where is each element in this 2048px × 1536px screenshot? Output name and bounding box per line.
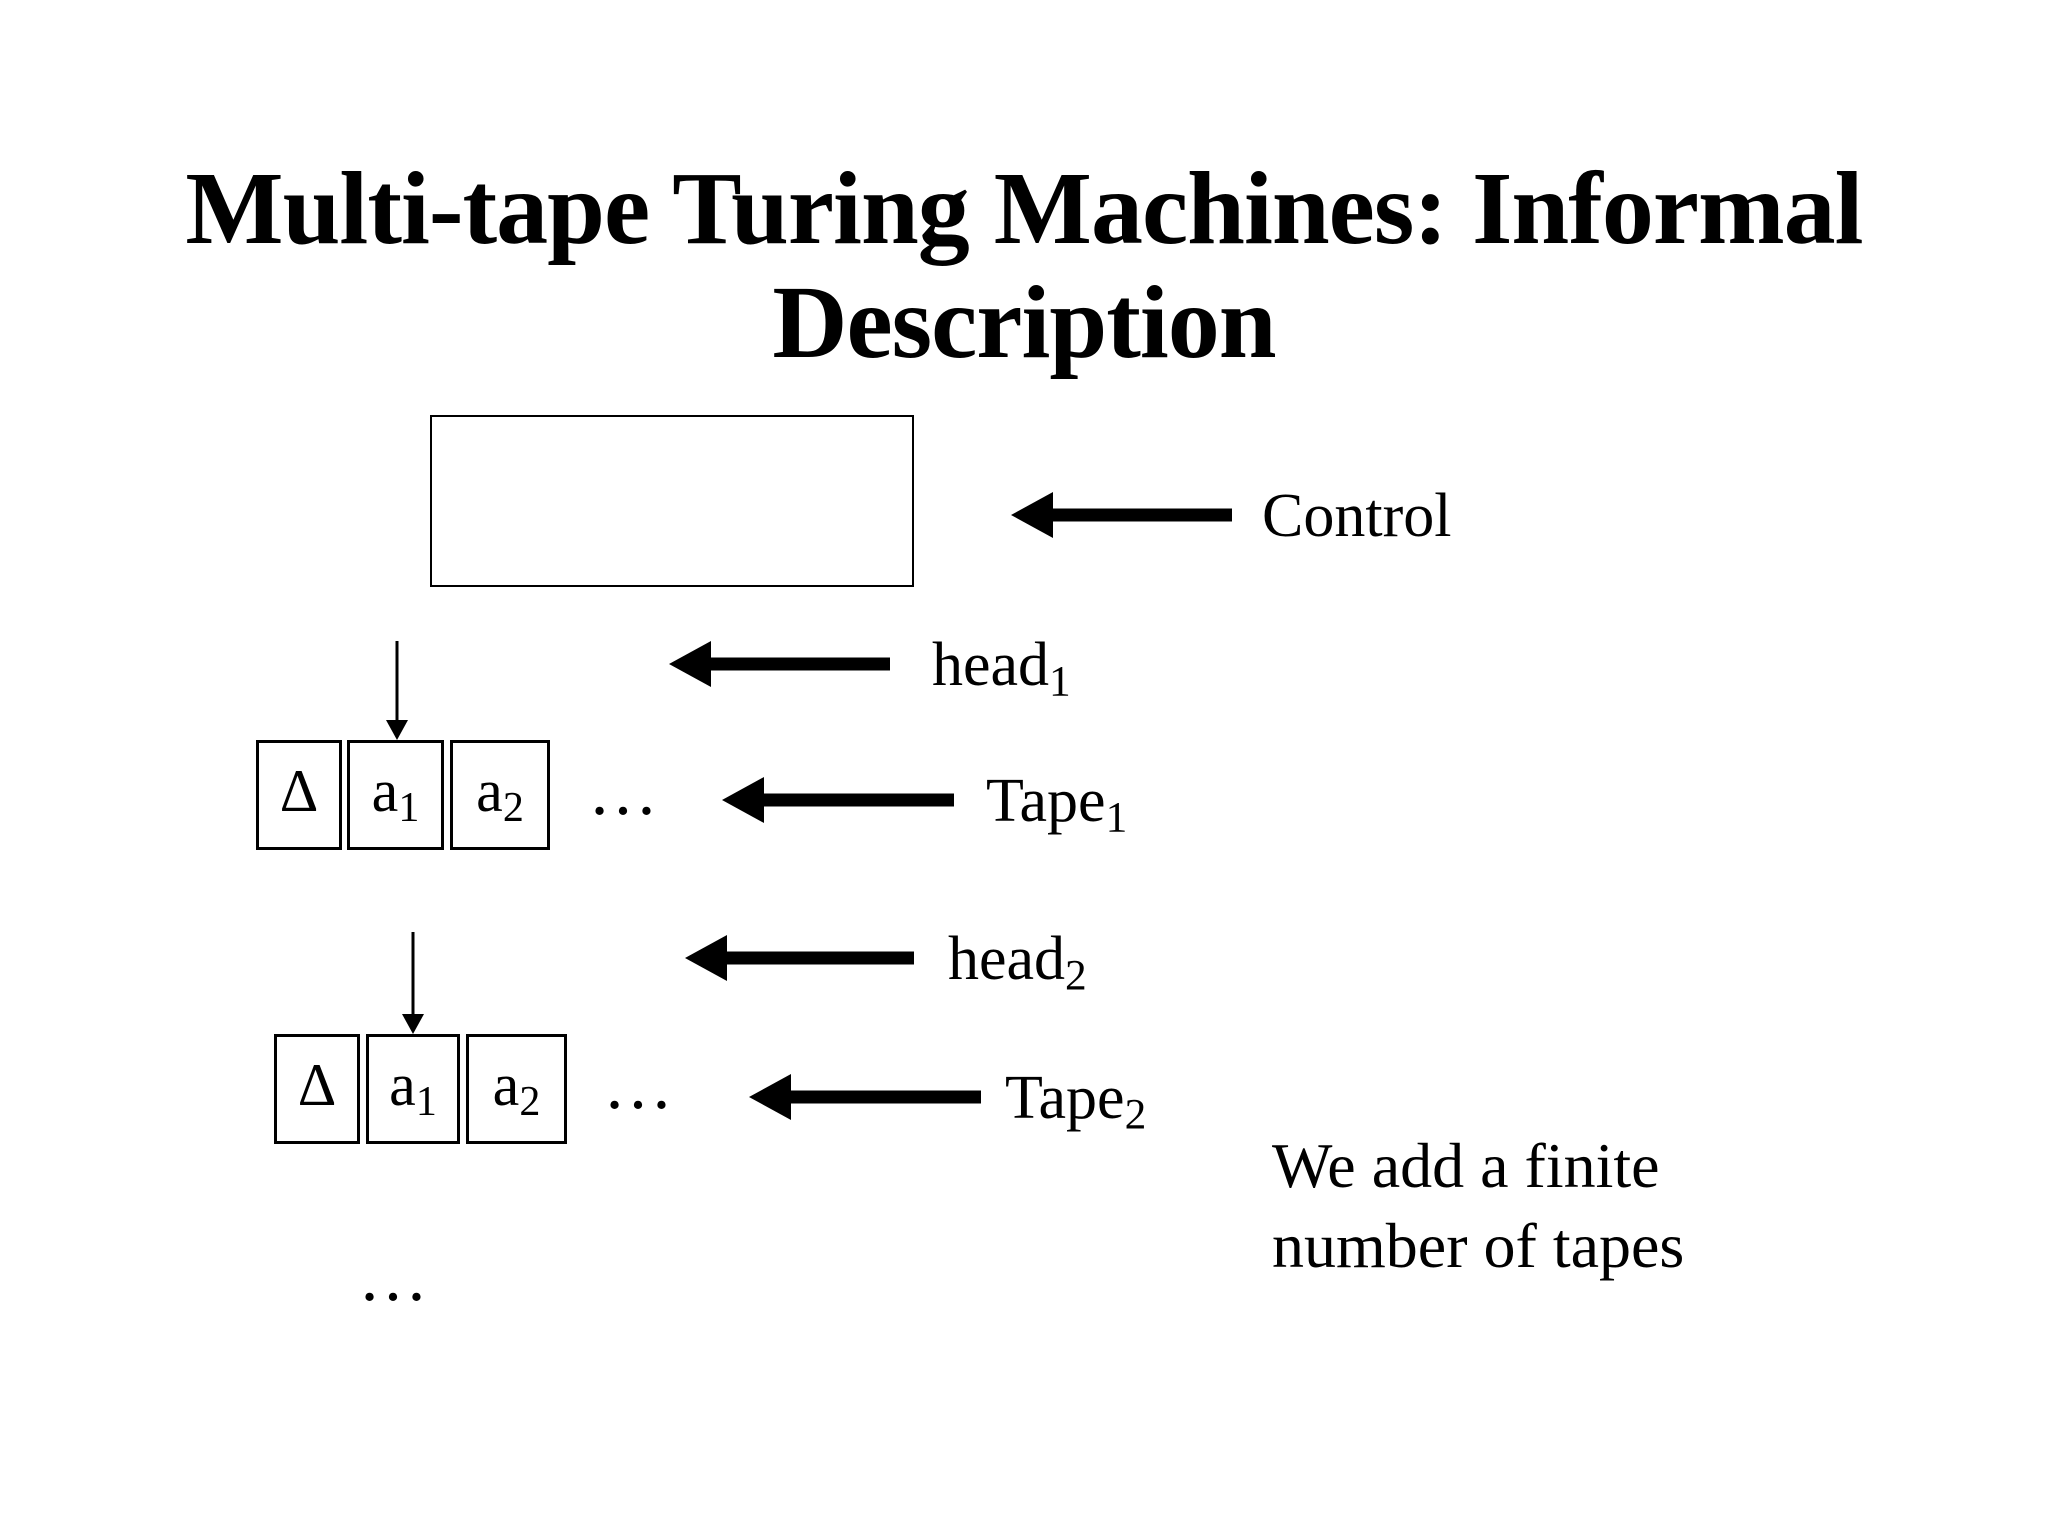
arrow-shaft [1049, 508, 1232, 522]
control-arrow-icon [1011, 492, 1232, 538]
head1-pointer-down-arrow-icon [386, 641, 408, 740]
more-tapes-ellipsis: … [358, 1239, 434, 1316]
arrow-shaft [395, 641, 399, 724]
tape1-arrow-icon [722, 777, 954, 823]
arrow-shaft [787, 1090, 981, 1104]
tape2-cell-a1: a1 [366, 1034, 460, 1144]
tape2-ellipsis: … [603, 1047, 679, 1124]
note-text: We add a finite number of tapes [1272, 1126, 1684, 1286]
arrow-shaft [723, 951, 914, 965]
tape1-label: Tape1 [986, 767, 1128, 842]
tape1-cell-delta: Δ [256, 740, 342, 850]
tape2-arrow-icon [749, 1074, 981, 1120]
head2-label: head2 [948, 925, 1087, 1000]
arrow-shaft [411, 932, 415, 1018]
slide-title: Multi-tape Turing Machines: Informal Des… [0, 152, 2048, 380]
arrow-head [402, 1014, 424, 1034]
head2-arrow-icon [685, 935, 914, 981]
control-box [430, 415, 914, 587]
head2-pointer-down-arrow-icon [402, 932, 424, 1034]
arrow-shaft [760, 793, 954, 807]
slide-title-line2: Description [772, 265, 1276, 380]
arrow-head [685, 935, 727, 981]
tape2-cell-a2: a2 [466, 1034, 567, 1144]
slide-title-line1: Multi-tape Turing Machines: Informal [185, 151, 1863, 266]
arrow-head [749, 1074, 791, 1120]
control-label: Control [1262, 482, 1452, 550]
arrow-head [722, 777, 764, 823]
tape1-cell-a2: a2 [450, 740, 550, 850]
arrow-shaft [707, 657, 890, 671]
head1-arrow-icon [669, 641, 890, 687]
tape1-ellipsis: … [588, 753, 664, 830]
tape2-cell-delta: Δ [274, 1034, 360, 1144]
tape2-label: Tape2 [1005, 1064, 1147, 1139]
arrow-head [1011, 492, 1053, 538]
note-line2: number of tapes [1272, 1210, 1685, 1281]
arrow-head [386, 720, 408, 740]
arrow-head [669, 641, 711, 687]
head1-label: head1 [932, 631, 1071, 706]
tape1-cell-a1: a1 [347, 740, 444, 850]
note-line1: We add a finite [1272, 1130, 1660, 1201]
